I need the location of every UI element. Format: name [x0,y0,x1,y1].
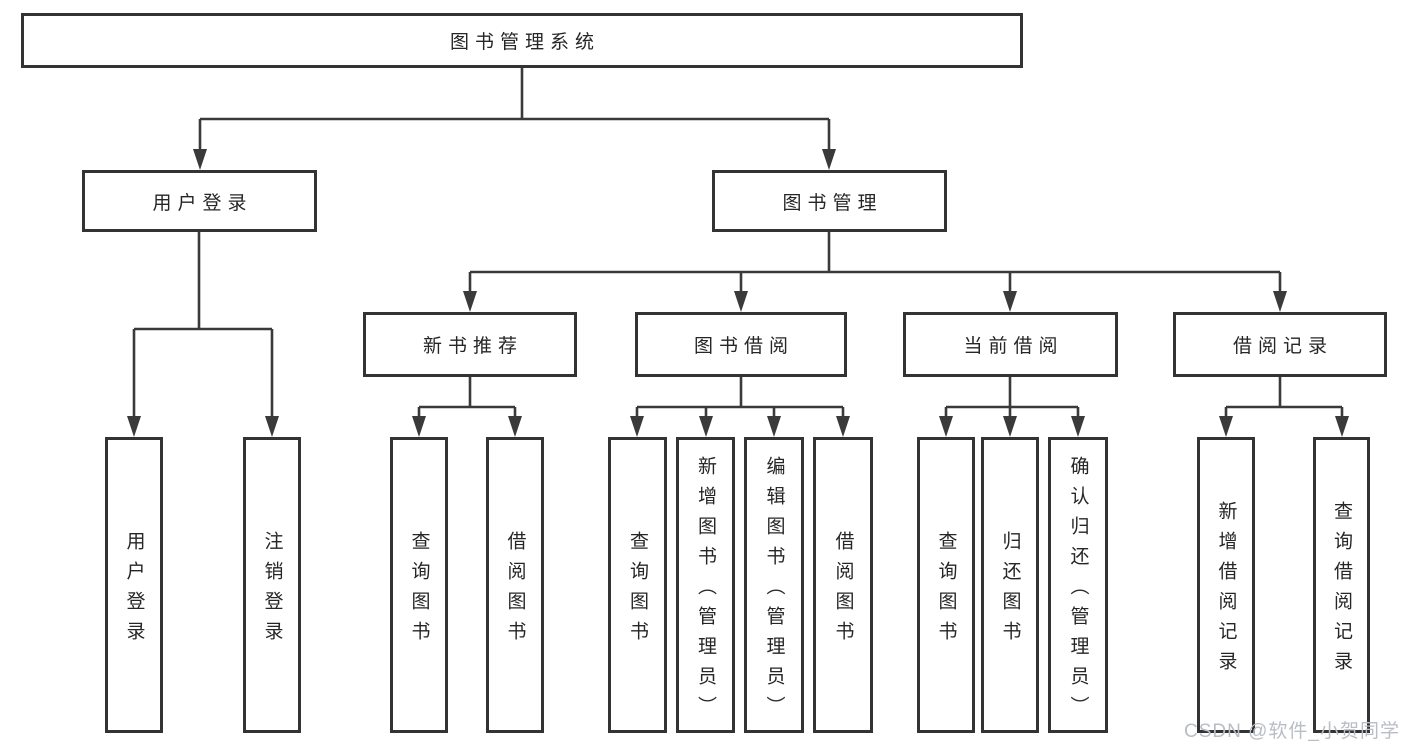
arrowhead [1003,291,1017,312]
connector-book-management-children [463,232,1287,312]
leaf-label: 查询图书 [408,530,430,651]
arrowhead [939,416,953,437]
leaf-label: 新增图书（管理员） [695,455,716,726]
leaf-newrec-query-books: 查询图书 [390,437,448,733]
connector-new-book-recommend-children [412,377,522,437]
node-user-login: 用户登录 [82,170,317,232]
leaf-label: 查询图书 [935,530,957,651]
leaf-logout: 注销登录 [243,437,301,733]
leaf-current-query-books: 查询图书 [917,437,975,733]
leaf-current-confirm-return-admin: 确认归还（管理员） [1048,437,1108,733]
leaf-borrowing-query-books: 查询图书 [608,437,667,733]
leaf-records-query-borrow-record: 查询借阅记录 [1313,437,1370,733]
leaf-label: 借阅图书 [504,530,526,651]
connector-current-borrowing-children [939,377,1085,437]
arrowhead [1219,416,1233,437]
watermark: CSDN @软件_小贺同学 [1184,721,1400,742]
leaf-label: 确认归还（管理员） [1067,455,1089,726]
node-new-book-recommend: 新书推荐 [363,312,577,377]
leaf-newrec-borrow-books: 借阅图书 [486,437,544,733]
leaf-current-return-books: 归还图书 [981,437,1039,733]
leaf-label: 归还图书 [999,530,1021,651]
arrowhead [1335,416,1349,437]
leaf-label: 查询借阅记录 [1331,500,1352,681]
arrowhead [1273,291,1287,312]
leaf-borrowing-add-books-admin: 新增图书（管理员） [676,437,735,733]
arrowhead [1003,416,1017,437]
node-current-borrowing: 当前借阅 [903,312,1118,377]
leaf-label: 注销登录 [261,530,283,651]
arrowhead [734,291,748,312]
node-book-borrowing: 图书借阅 [635,312,847,377]
leaf-label: 查询图书 [627,530,648,651]
leaf-borrowing-borrow-books: 借阅图书 [813,437,873,733]
arrowhead [699,416,713,437]
arrowhead [836,416,850,437]
connector-root-to-level2 [193,68,836,170]
arrowhead [1071,416,1085,437]
arrowhead [127,416,141,437]
leaf-records-add-borrow-record: 新增借阅记录 [1197,437,1255,733]
leaf-borrowing-edit-books-admin: 编辑图书（管理员） [744,437,804,733]
node-root-system: 图书管理系统 [21,13,1023,68]
arrowhead [463,291,477,312]
arrowhead [193,149,207,170]
node-borrowing-records: 借阅记录 [1173,312,1387,377]
connector-borrowing-records-children [1219,377,1349,437]
leaf-label: 新增借阅记录 [1215,500,1237,681]
arrowhead [508,416,522,437]
arrowhead [822,149,836,170]
arrowhead [767,416,781,437]
node-book-management: 图书管理 [712,170,947,232]
leaf-label: 借阅图书 [832,530,854,651]
leaf-label: 编辑图书（管理员） [763,455,785,726]
leaf-label: 用户登录 [123,530,145,651]
connector-user-login-children [127,232,279,437]
arrowhead [630,416,644,437]
leaf-user-login: 用户登录 [105,437,163,733]
arrowhead [412,416,426,437]
connector-book-borrowing-children [630,377,850,437]
arrowhead [265,416,279,437]
